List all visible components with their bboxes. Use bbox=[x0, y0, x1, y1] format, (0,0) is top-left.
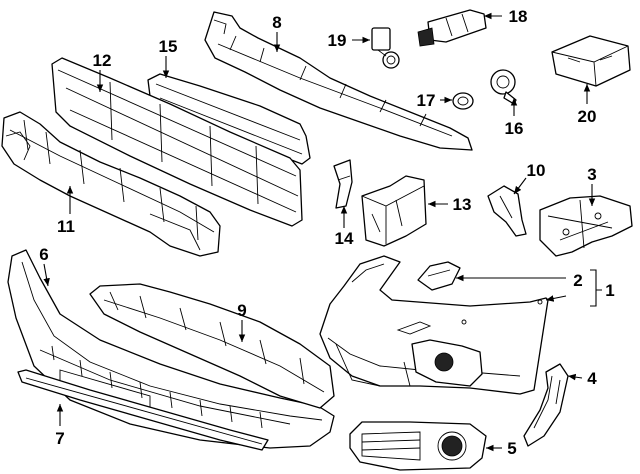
callout-6: 6 bbox=[39, 245, 48, 264]
part-14-bracket bbox=[333, 159, 353, 209]
leader-lines bbox=[43, 12, 602, 452]
callout-14: 14 bbox=[335, 229, 354, 248]
part-4-side-trim bbox=[523, 363, 569, 447]
part-11-bumper-reinforcement bbox=[1, 111, 221, 257]
callout-20: 20 bbox=[578, 107, 597, 126]
callout-15: 15 bbox=[159, 37, 178, 56]
leader-4 bbox=[567, 373, 583, 381]
part-10-bracket bbox=[487, 185, 527, 237]
part-19-sensor-bracket bbox=[371, 27, 400, 69]
part-16-sensor bbox=[490, 69, 517, 105]
callout-1: 1 bbox=[605, 281, 614, 300]
callout-12: 12 bbox=[93, 51, 112, 70]
part-8-upper-deflector bbox=[204, 11, 473, 151]
part-9-under-tray bbox=[89, 283, 335, 409]
part-18-connector bbox=[417, 9, 487, 47]
part-20-control-module bbox=[551, 35, 631, 87]
callout-18: 18 bbox=[509, 7, 528, 26]
callout-labels: 8 19 18 20 17 16 15 12 11 10 3 14 13 6 9… bbox=[39, 7, 614, 458]
callout-10: 10 bbox=[527, 161, 546, 180]
leader-10 bbox=[513, 177, 527, 195]
callout-17: 17 bbox=[417, 91, 436, 110]
leader-2b bbox=[545, 295, 567, 302]
part-5-fog-grille bbox=[349, 421, 487, 471]
callout-2: 2 bbox=[573, 271, 582, 290]
part-17-grommet bbox=[452, 92, 474, 110]
part-1-bumper-assembly bbox=[319, 255, 549, 395]
part-13-mount-bracket bbox=[361, 175, 427, 247]
callout-4: 4 bbox=[587, 369, 597, 388]
callout-16: 16 bbox=[505, 119, 524, 138]
callout-9: 9 bbox=[237, 301, 246, 320]
part-7-lower-trim bbox=[17, 369, 269, 451]
callout-13: 13 bbox=[453, 195, 472, 214]
part-2-tow-eye-cover bbox=[417, 261, 461, 291]
leader-6 bbox=[43, 263, 50, 287]
callout-3: 3 bbox=[587, 165, 596, 184]
part-3-side-bracket bbox=[539, 195, 633, 257]
callout-19: 19 bbox=[328, 31, 347, 50]
callout-7: 7 bbox=[55, 429, 64, 448]
callout-5: 5 bbox=[507, 439, 516, 458]
callout-8: 8 bbox=[272, 13, 281, 32]
part-12-impact-beam bbox=[51, 57, 303, 227]
callout-11: 11 bbox=[57, 217, 75, 236]
part-15-reinforcement-strip bbox=[147, 73, 311, 165]
leader-1-bracket bbox=[590, 269, 602, 307]
